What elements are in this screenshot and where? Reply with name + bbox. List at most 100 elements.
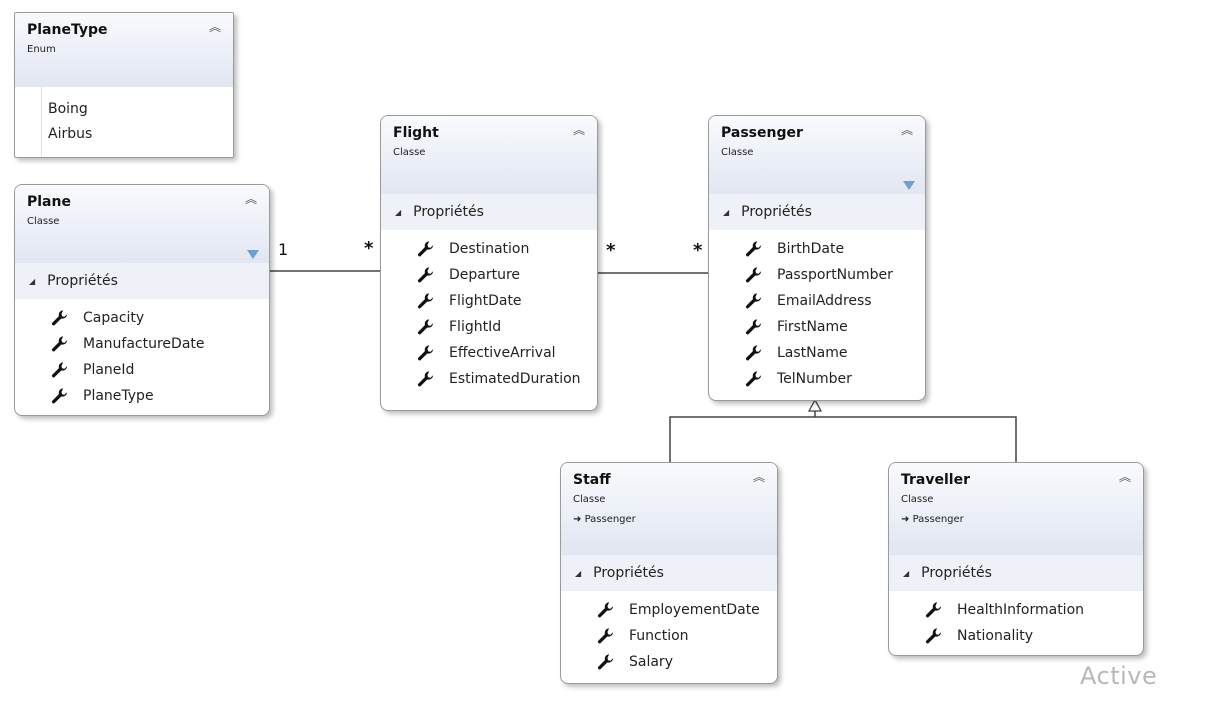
class-traveller[interactable]: Traveller Classe ➜ Passenger ︽ ◢ Proprié… [888,462,1144,656]
double-chevron-up-icon[interactable]: ︽ [900,123,913,137]
triangle-expanded-icon[interactable]: ◢ [29,276,36,286]
wrench-icon [745,371,762,387]
enum-planetype[interactable]: PlaneType Enum ︽ Boing Airbus [14,12,234,158]
wrench-icon [597,602,614,618]
property-item[interactable]: Function [597,623,777,649]
wrench-icon [51,388,68,404]
property-name: Departure [449,267,521,283]
property-list: EmployementDate Function Salary [561,591,777,675]
property-item[interactable]: FlightDate [417,288,597,314]
double-chevron-up-icon[interactable]: ︽ [752,470,765,484]
class-header: Staff Classe ➜ Passenger ︽ [561,463,777,555]
property-item[interactable]: PlaneType [51,383,269,409]
class-plane[interactable]: Plane Classe ︽ ◢ Propriétés Capacity Man… [14,184,270,416]
property-item[interactable]: Nationality [925,623,1143,649]
property-name: TelNumber [777,371,852,387]
wrench-icon [417,371,434,387]
class-kind: Classe [393,147,426,158]
wrench-icon [417,241,434,257]
class-kind: Classe [721,147,754,158]
property-item[interactable]: FlightId [417,314,597,340]
property-item[interactable]: EmailAddress [745,288,925,314]
class-header: Plane Classe ︽ [15,185,269,263]
property-item[interactable]: Capacity [51,305,269,331]
inherit-arrow-icon: ➜ [901,514,913,525]
property-name: PassportNumber [777,267,893,283]
wrench-icon [597,628,614,644]
wrench-icon [925,602,942,618]
wrench-icon [745,319,762,335]
class-passenger[interactable]: Passenger Classe ︽ ◢ Propriétés BirthDat… [708,115,926,401]
property-item[interactable]: FirstName [745,314,925,340]
property-item[interactable]: LastName [745,340,925,366]
filter-icon[interactable] [247,250,259,259]
property-item[interactable]: Destination [417,236,597,262]
property-name: EffectiveArrival [449,345,556,361]
triangle-expanded-icon[interactable]: ◢ [395,207,402,217]
base-class-label: ➜ Passenger [573,513,767,527]
wrench-icon [745,241,762,257]
property-name: EmployementDate [629,602,760,618]
enum-name: PlaneType [27,22,108,38]
section-proprietes[interactable]: ◢ Propriétés [15,263,269,299]
multiplicity-label: * [606,240,616,261]
section-label: Propriétés [413,204,484,220]
section-label: Propriétés [47,273,118,289]
class-header: Flight Classe ︽ [381,116,597,194]
activation-watermark: Active [1080,662,1158,690]
triangle-expanded-icon[interactable]: ◢ [575,568,582,578]
section-label: Propriétés [593,565,664,581]
enum-header: PlaneType Enum ︽ [15,13,233,87]
class-name: Flight [393,125,439,141]
property-item[interactable]: TelNumber [745,366,925,392]
property-name: Destination [449,241,530,257]
enum-values: Boing Airbus [41,87,233,157]
wrench-icon [745,267,762,283]
property-name: PlaneType [83,388,154,404]
base-class-label: ➜ Passenger [901,513,1133,527]
triangle-expanded-icon[interactable]: ◢ [723,207,730,217]
section-proprietes[interactable]: ◢ Propriétés [561,555,777,591]
property-name: EmailAddress [777,293,872,309]
wrench-icon [417,319,434,335]
double-chevron-up-icon[interactable]: ︽ [1118,470,1131,484]
property-name: FlightDate [449,293,522,309]
property-item[interactable]: Departure [417,262,597,288]
property-item[interactable]: PassportNumber [745,262,925,288]
section-proprietes[interactable]: ◢ Propriétés [889,555,1143,591]
triangle-expanded-icon[interactable]: ◢ [903,568,910,578]
filter-icon[interactable] [903,181,915,190]
property-item[interactable]: Salary [597,649,777,675]
property-name: FirstName [777,319,848,335]
multiplicity-label: 1 [278,240,289,259]
inheritance-connector[interactable] [669,398,1017,462]
base-class-name: Passenger [584,514,636,525]
base-class-name: Passenger [912,514,964,525]
multiplicity-label: * [364,238,374,259]
class-kind: Classe [901,494,934,505]
property-list: HealthInformation Nationality [889,591,1143,649]
section-proprietes[interactable]: ◢ Propriétés [381,194,597,230]
class-name: Passenger [721,125,803,141]
wrench-icon [745,293,762,309]
class-kind: Classe [573,494,606,505]
property-item[interactable]: ManufactureDate [51,331,269,357]
wrench-icon [417,293,434,309]
double-chevron-up-icon[interactable]: ︽ [572,123,585,137]
property-item[interactable]: EstimatedDuration [417,366,597,392]
property-item[interactable]: BirthDate [745,236,925,262]
class-staff[interactable]: Staff Classe ➜ Passenger ︽ ◢ Propriétés … [560,462,778,684]
section-proprietes[interactable]: ◢ Propriétés [709,194,925,230]
property-item[interactable]: EffectiveArrival [417,340,597,366]
property-item[interactable]: HealthInformation [925,597,1143,623]
property-name: LastName [777,345,848,361]
double-chevron-up-icon[interactable]: ︽ [244,192,257,206]
double-chevron-up-icon[interactable]: ︽ [208,20,221,34]
class-flight[interactable]: Flight Classe ︽ ◢ Propriétés Destination… [380,115,598,411]
property-name: FlightId [449,319,502,335]
property-item[interactable]: EmployementDate [597,597,777,623]
inherit-arrow-icon: ➜ [573,514,585,525]
property-item[interactable]: PlaneId [51,357,269,383]
generalization-arrow-icon [807,398,823,412]
